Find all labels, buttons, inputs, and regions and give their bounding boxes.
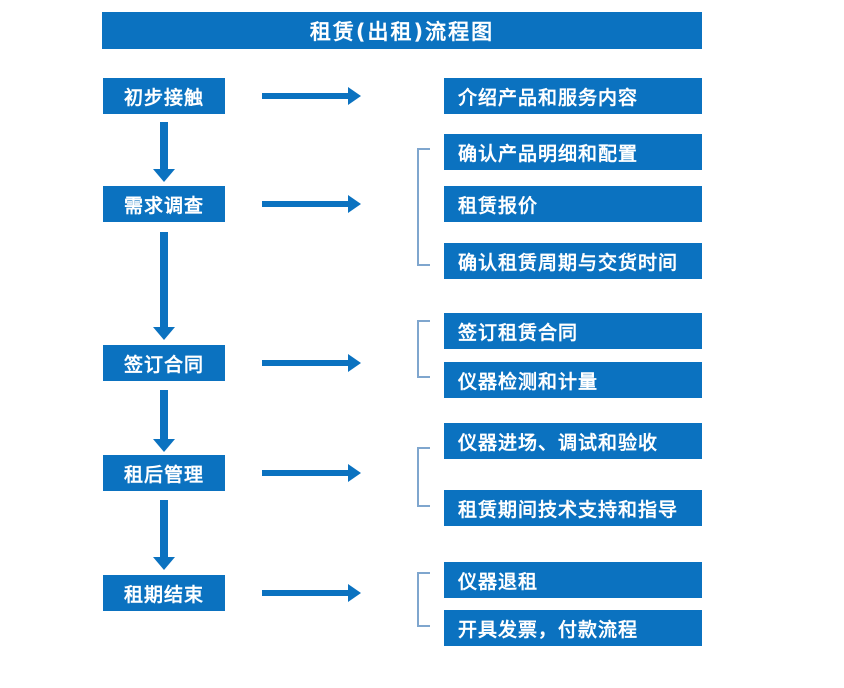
horizontal-arrow-2 xyxy=(262,195,361,213)
group-bracket-5 xyxy=(417,572,430,627)
vertical-arrow-1 xyxy=(153,122,175,182)
stage-box-租期结束[interactable]: 租期结束 xyxy=(103,575,225,611)
arrow-shaft xyxy=(262,470,350,476)
arrow-head-down-icon xyxy=(153,169,175,182)
group-bracket-4 xyxy=(417,447,430,507)
arrow-head-down-icon xyxy=(153,557,175,570)
detail-box-仪器进场调试和验收[interactable]: 仪器进场、调试和验收 xyxy=(444,423,702,459)
vertical-arrow-2 xyxy=(153,232,175,340)
vertical-arrow-4 xyxy=(153,500,175,570)
arrow-head-right-icon xyxy=(348,354,361,372)
stage-box-初步接触[interactable]: 初步接触 xyxy=(103,78,225,114)
chart-title: 租赁(出租)流程图 xyxy=(102,12,702,49)
arrow-head-right-icon xyxy=(348,195,361,213)
detail-box-租赁报价[interactable]: 租赁报价 xyxy=(444,186,702,222)
arrow-head-down-icon xyxy=(153,439,175,452)
arrow-head-right-icon xyxy=(348,464,361,482)
group-bracket-2 xyxy=(417,148,430,266)
arrow-shaft xyxy=(160,122,168,169)
stage-box-签订合同[interactable]: 签订合同 xyxy=(103,345,225,381)
arrow-head-down-icon xyxy=(153,327,175,340)
detail-box-开具发票付款流程[interactable]: 开具发票，付款流程 xyxy=(444,610,702,646)
arrow-shaft xyxy=(160,390,168,439)
horizontal-arrow-3 xyxy=(262,354,361,372)
horizontal-arrow-1 xyxy=(262,87,361,105)
arrow-shaft xyxy=(262,590,350,596)
detail-box-确认租赁周期与交货时间[interactable]: 确认租赁周期与交货时间 xyxy=(444,243,702,279)
arrow-shaft xyxy=(262,360,350,366)
detail-box-介绍产品和服务内容[interactable]: 介绍产品和服务内容 xyxy=(444,78,702,114)
detail-box-仪器检测和计量[interactable]: 仪器检测和计量 xyxy=(444,362,702,398)
arrow-shaft xyxy=(262,201,350,207)
stage-box-租后管理[interactable]: 租后管理 xyxy=(103,455,225,491)
arrow-shaft xyxy=(160,500,168,557)
detail-box-签订租赁合同[interactable]: 签订租赁合同 xyxy=(444,313,702,349)
horizontal-arrow-4 xyxy=(262,464,361,482)
arrow-head-right-icon xyxy=(348,87,361,105)
stage-box-需求调查[interactable]: 需求调查 xyxy=(103,186,225,222)
arrow-head-right-icon xyxy=(348,584,361,602)
detail-box-租赁期间技术支持和指导[interactable]: 租赁期间技术支持和指导 xyxy=(444,490,702,526)
arrow-shaft xyxy=(262,93,350,99)
detail-box-确认产品明细和配置[interactable]: 确认产品明细和配置 xyxy=(444,134,702,170)
detail-box-仪器退租[interactable]: 仪器退租 xyxy=(444,562,702,598)
horizontal-arrow-5 xyxy=(262,584,361,602)
vertical-arrow-3 xyxy=(153,390,175,452)
arrow-shaft xyxy=(160,232,168,327)
group-bracket-3 xyxy=(417,320,430,378)
